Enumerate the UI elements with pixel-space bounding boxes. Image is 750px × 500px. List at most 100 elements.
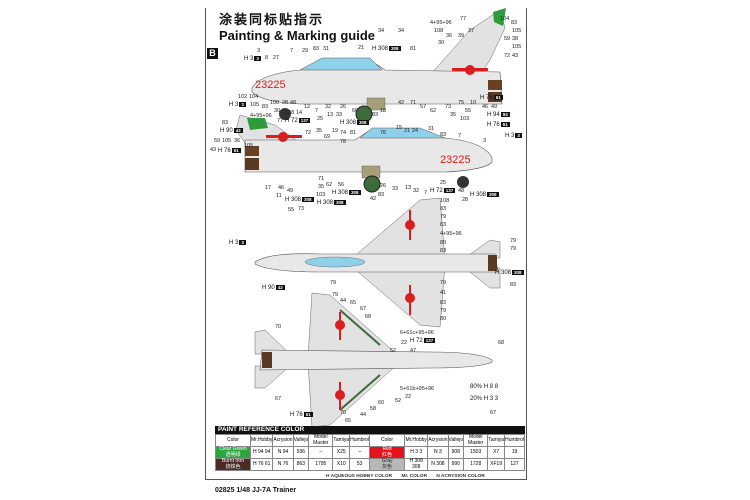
callout-label: 13 — [327, 112, 334, 118]
callout-label: 4+95+96 — [250, 113, 272, 119]
callout-label: 3 — [483, 138, 487, 144]
paint-code-humbrol: – — [349, 446, 371, 459]
callout-label: 83 — [262, 104, 269, 110]
callout-label: 76 — [380, 130, 387, 136]
callout-label: 17 — [265, 185, 272, 191]
paint-code-acrysion: N 3 — [427, 446, 449, 459]
paint-code-acrysion: N 76 — [272, 458, 294, 471]
paint-code-vallejo: 908 — [447, 446, 465, 459]
callout-label: 77 — [277, 118, 284, 124]
callout-label: 65 — [345, 418, 352, 424]
callout-label: 46 — [278, 185, 285, 191]
callout-label: 44 — [360, 412, 367, 418]
column-header: Color — [215, 434, 251, 447]
column-header: Model Master — [308, 434, 334, 447]
paint-code-humbrol: 19 — [504, 446, 525, 459]
paint-code-vallejo: 863 — [292, 458, 310, 471]
callout-label: 49 — [287, 188, 294, 194]
paint-code-humbrol: 127 — [504, 458, 525, 471]
paint-code-model_master: 1795 — [308, 458, 334, 471]
callout-label: 105 — [244, 143, 254, 149]
callout-label: 59 — [504, 36, 511, 42]
callout-label: 81 — [410, 46, 417, 52]
callout-label: 68 — [498, 340, 505, 346]
paint-code-model_master: 1503 — [463, 446, 489, 459]
callout-label: 39 — [458, 33, 465, 39]
callout-label: 49 — [491, 104, 498, 110]
paint-code-mrhobby: H 94 94 — [249, 446, 274, 459]
callout-label: 48 — [458, 188, 465, 194]
side-view-left: 23225 — [251, 8, 506, 123]
callout-label: 102 — [238, 94, 248, 100]
callout-label: 79 — [440, 214, 447, 220]
callout-label: 31 — [323, 46, 330, 52]
callout-label: 71 — [318, 176, 325, 182]
paint-code-mrhobby: H 76 61 — [249, 458, 274, 471]
callout-label: 71 — [410, 100, 417, 106]
callout-label: 78 — [340, 139, 347, 145]
callout-label: 105 — [512, 28, 522, 34]
callout-label: 19 — [332, 128, 339, 134]
column-header: Acrysion — [427, 434, 449, 447]
callout-label: 18 — [380, 108, 387, 114]
callout-label: 22 — [401, 340, 408, 346]
callout-label: 33 — [392, 186, 399, 192]
callout-label: 37 — [468, 28, 475, 34]
mix-code: H 3 3 — [483, 396, 499, 402]
paint-code-humbrol: 53 — [349, 458, 371, 471]
callout-label: 79 — [330, 280, 337, 286]
callout-label: 108 — [434, 28, 444, 34]
callout-label: 73 — [298, 206, 305, 212]
callout-label: 83 — [440, 132, 447, 138]
serial-number-2: 23225 — [440, 154, 471, 166]
column-header: Vallejo — [447, 434, 465, 447]
paint-code-vallejo: 936 — [292, 446, 310, 459]
callout-label: 68 — [365, 314, 372, 320]
callout-label: 7 — [458, 133, 462, 139]
callout-label: 44 — [340, 298, 347, 304]
callout-label: 80 — [440, 240, 447, 246]
callout-label: 32 — [325, 104, 332, 110]
callout-label: 69 — [324, 134, 331, 140]
callout-label: 83 — [440, 300, 447, 306]
callout-label: 26 — [380, 183, 387, 189]
callout-label: 83 — [511, 20, 518, 26]
callout-label: 48 — [290, 100, 297, 106]
column-header: Acrysion — [272, 434, 294, 447]
paint-code-tamiya: X25 — [332, 446, 351, 459]
top-view — [254, 197, 501, 328]
callout-label: 56 — [338, 182, 345, 188]
callout-label: 34 — [378, 28, 385, 34]
callout-label: 46 — [482, 104, 489, 110]
callout-label: 55 — [288, 207, 295, 213]
callout-label: 7 — [315, 108, 319, 114]
kit-caption: 02825 1/48 JJ-7A Trainer — [215, 487, 297, 494]
callout-label: 35 — [450, 112, 457, 118]
callout-label: 80 — [440, 316, 447, 322]
callout-label: 35 — [318, 184, 325, 190]
callout-label: 79 — [332, 292, 339, 298]
callout-label: 83 — [440, 206, 447, 212]
callout-label: 72 — [504, 53, 511, 59]
scheme-badge: B — [207, 48, 218, 59]
column-header: Tamiya — [332, 434, 351, 447]
callout-label: 43 — [210, 147, 217, 153]
callout-label: 60 — [378, 400, 385, 406]
callout-label: 28 — [462, 197, 469, 203]
callout-label: 83 — [313, 46, 320, 52]
callout-label: 42 — [370, 196, 377, 202]
callout-label: 83 — [510, 282, 517, 288]
callout-label: 32 — [413, 188, 420, 194]
callout-label: 108 — [440, 198, 450, 204]
